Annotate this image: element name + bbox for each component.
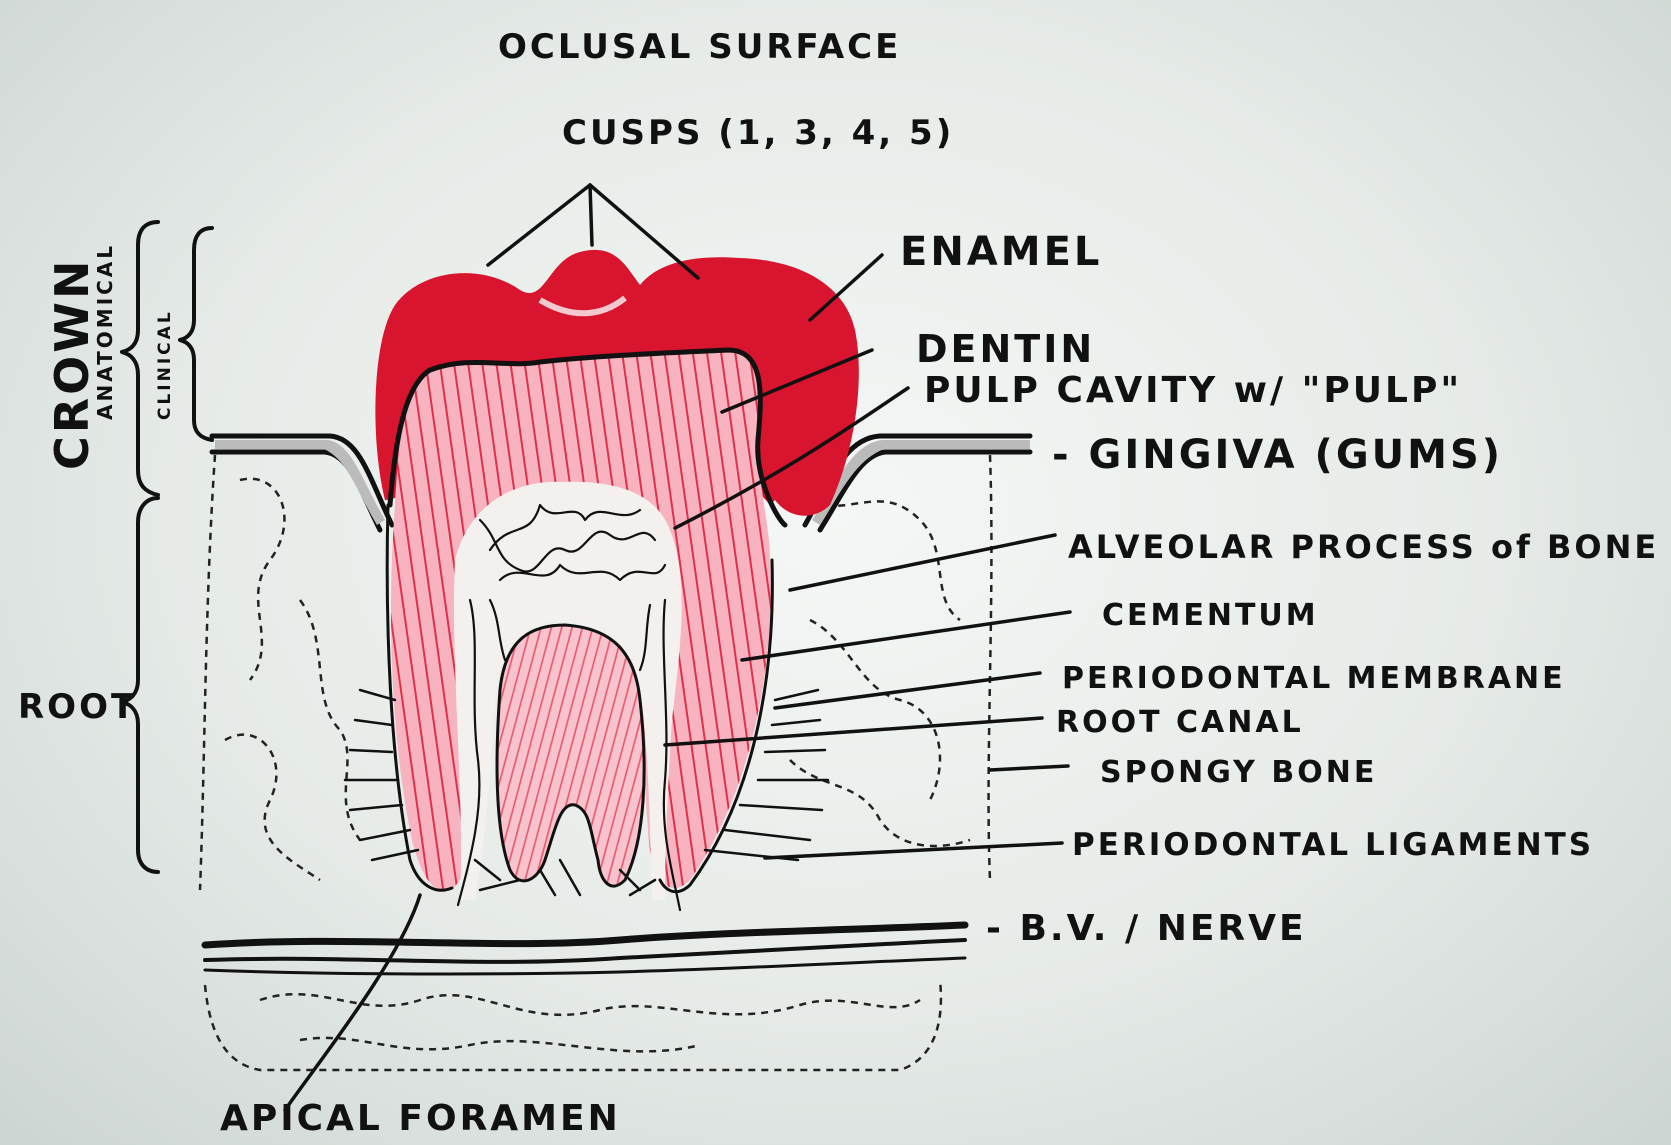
label-gingiva: - GINGIVA (GUMS) <box>1052 432 1503 478</box>
label-alveolar: ALVEOLAR PROCESS of BONE <box>1068 528 1659 566</box>
label-dentin: DENTIN <box>916 327 1095 371</box>
label-periodontal-ligament: PERIODONTAL LIGAMENTS <box>1072 827 1594 863</box>
label-pulp-cavity: PULP CAVITY w/ "PULP" <box>924 370 1462 411</box>
label-cusps: CUSPS (1, 3, 4, 5) <box>562 113 954 153</box>
label-anatomical: ANATOMICAL <box>93 243 117 420</box>
label-root-canal: ROOT CANAL <box>1056 705 1304 740</box>
label-bv-nerve: - B.V. / NERVE <box>986 908 1307 949</box>
root-inner <box>497 625 644 886</box>
crown-anatomical-brace <box>122 222 158 495</box>
tooth <box>345 250 859 910</box>
label-periodontal-membrane: PERIODONTAL MEMBRANE <box>1062 661 1566 696</box>
crown-clinical-brace <box>180 228 212 440</box>
label-cementum: CEMENTUM <box>1102 598 1319 633</box>
label-occlusal-surface: OCLUSAL SURFACE <box>498 27 901 67</box>
label-clinical: CLINICAL <box>155 309 175 420</box>
label-enamel: ENAMEL <box>900 229 1102 275</box>
label-spongy-bone: SPONGY BONE <box>1100 755 1377 790</box>
root-brace <box>122 498 158 872</box>
label-root: ROOT <box>18 687 137 727</box>
label-apical-foramen: APICAL FORAMEN <box>220 1098 621 1139</box>
bv-nerve-bands <box>205 925 965 974</box>
label-crown: CROWN <box>45 257 99 470</box>
